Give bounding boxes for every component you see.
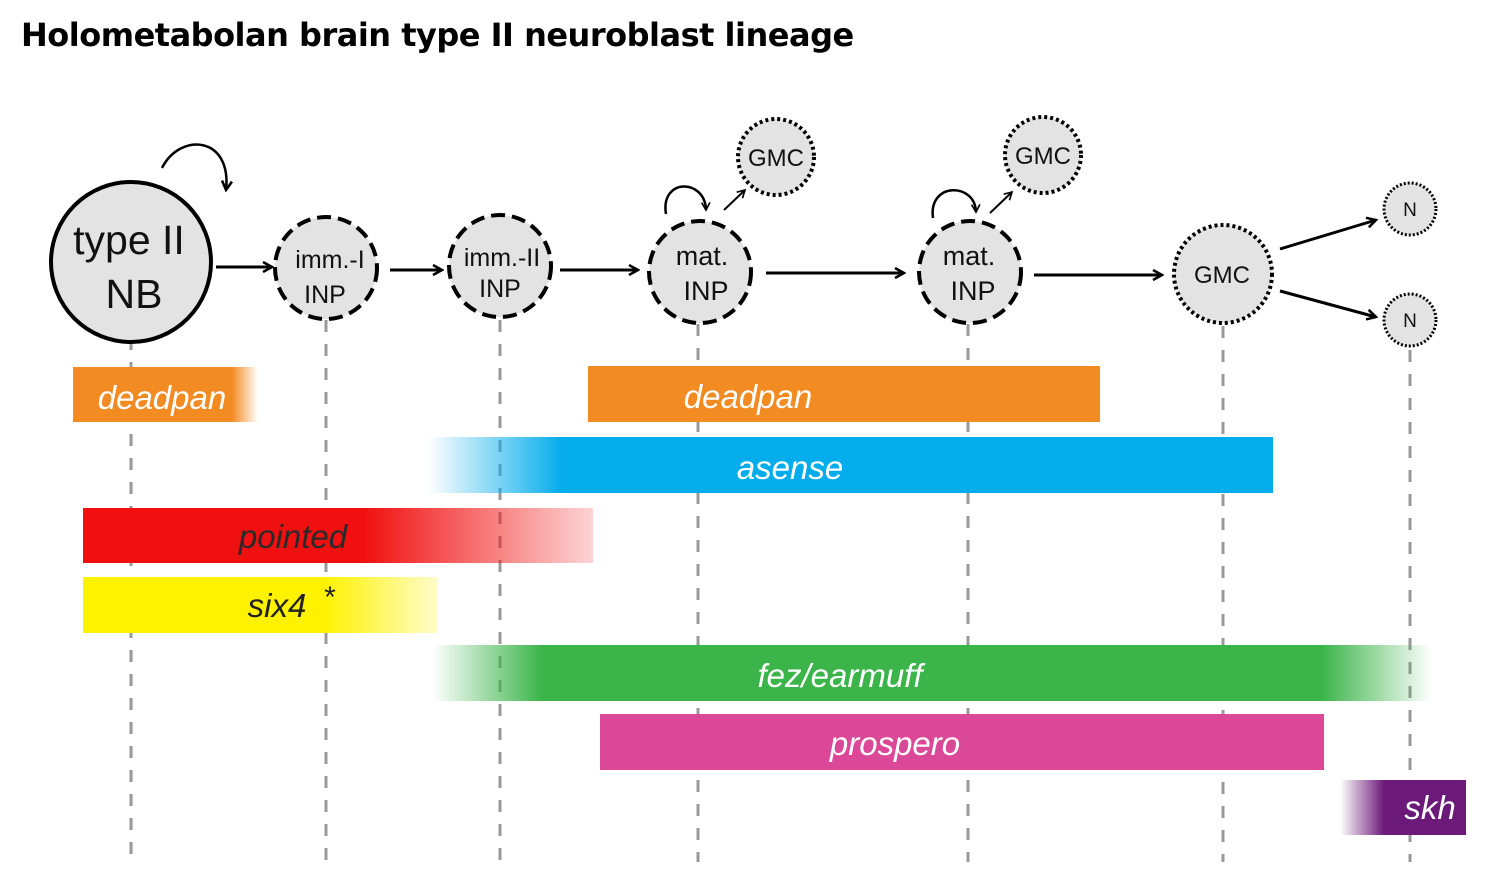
- type-ii-nb-cell: type II NB: [49, 180, 213, 344]
- six4-label: six4: [248, 587, 307, 624]
- fez-earmuff-label: fez/earmuff: [757, 657, 926, 694]
- lineage-arrows: [216, 190, 1376, 317]
- prospero-label: prospero: [829, 725, 960, 762]
- skh-label: skh: [1404, 789, 1455, 826]
- page-title: Holometabolan brain type II neuroblast l…: [21, 16, 854, 54]
- mat1-inp-cell: mat. INP: [647, 219, 753, 325]
- pointed-label: pointed: [238, 518, 349, 555]
- arrow-gmc-to-neuron-top: [1279, 220, 1376, 251]
- deadpan-bar-late: [588, 366, 1100, 422]
- mat1-label-line2: INP: [683, 276, 728, 306]
- neuron-bottom-label: N: [1403, 311, 1417, 332]
- imm2-label-line1: imm.-II: [464, 244, 540, 272]
- imm1-label-line2: INP: [304, 281, 346, 309]
- gmc-side-label-2: GMC: [1015, 143, 1071, 170]
- neuron-top-cell: N: [1382, 181, 1438, 237]
- mat1-label-line1: mat.: [676, 241, 729, 271]
- imm2-label-line2: INP: [479, 275, 521, 303]
- deadpan-label-early: deadpan: [98, 379, 226, 416]
- asense-bar: [428, 437, 1273, 493]
- six4-asterisk: *: [324, 581, 336, 614]
- gmc-side-cell-1: GMC: [736, 117, 816, 197]
- imm2-inp-cell: imm.-II INP: [447, 213, 553, 319]
- gmc-side-cell-2: GMC: [1003, 115, 1083, 195]
- asense-label: asense: [737, 449, 843, 486]
- nb-label-line1: type II: [73, 217, 185, 263]
- self-renewal-arrows: [160, 143, 976, 219]
- deadpan-label-late: deadpan: [684, 378, 812, 415]
- arrow-gmc-to-neuron-bottom: [1279, 289, 1376, 317]
- gmc-side-label-1: GMC: [748, 145, 804, 172]
- gene-labels: deadpan deadpan asense pointed six4 * fe…: [98, 378, 1456, 826]
- mat2-self-renewal-arrow-icon: [931, 189, 976, 219]
- gmc-main-cell: GMC: [1172, 223, 1274, 325]
- neuron-top-label: N: [1403, 200, 1417, 221]
- lineage-cells: type II NB imm.-I INP imm.-II INP mat. I…: [49, 115, 1438, 348]
- mat1-self-renewal-arrow-icon: [664, 185, 706, 215]
- imm1-inp-cell: imm.-I INP: [273, 215, 379, 321]
- nb-label-line2: NB: [106, 271, 163, 317]
- imm1-label-line1: imm.-I: [295, 246, 364, 274]
- gmc-main-label: GMC: [1194, 262, 1250, 289]
- fez-earmuff-bar: [432, 645, 1432, 701]
- arrow-mat1-to-gmc-side: [723, 190, 745, 211]
- skh-bar: [1340, 780, 1466, 835]
- mat2-inp-cell: mat. INP: [917, 219, 1023, 325]
- six4-bar: [83, 577, 438, 633]
- mat2-label-line2: INP: [950, 276, 995, 306]
- mat2-label-line1: mat.: [943, 241, 996, 271]
- arrow-mat2-to-gmc-side: [989, 192, 1012, 214]
- neuron-bottom-cell: N: [1382, 292, 1438, 348]
- pointed-bar: [83, 508, 593, 563]
- nb-self-renewal-arrow-icon: [160, 143, 226, 190]
- deadpan-bar-early: [73, 367, 258, 422]
- prospero-bar: [600, 714, 1324, 770]
- gene-expression-bars: [73, 366, 1466, 835]
